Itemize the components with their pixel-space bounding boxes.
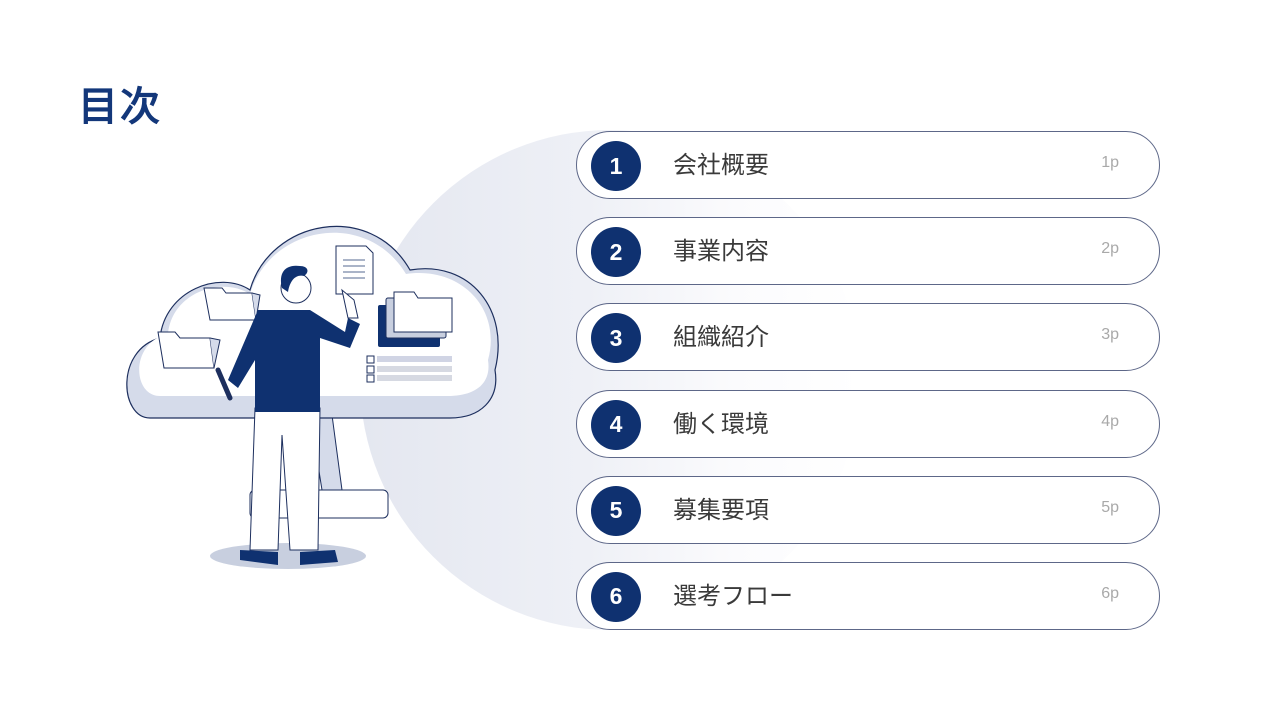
item-label: 会社概要: [673, 151, 769, 179]
item-page: 2p: [1101, 240, 1119, 258]
item-label: 組織紹介: [673, 323, 769, 352]
floor-shadow: [210, 543, 366, 569]
toc-item-selection-flow[interactable]: 6 選考フロー 6p: [576, 561, 1160, 630]
item-page: 1p: [1101, 154, 1119, 171]
item-page: 5p: [1101, 498, 1119, 516]
item-number-badge: 6: [591, 571, 641, 622]
table-of-contents: 1 会社概要 1p 2 事業内容 2p 3 組織紹介 3p 4 働く環境 4p …: [576, 131, 1160, 648]
item-label: 事業内容: [673, 237, 769, 266]
item-page: 3p: [1101, 326, 1119, 344]
cloud-person-illustration: [126, 225, 499, 569]
item-number-badge: 1: [591, 141, 641, 191]
item-label: 選考フロー: [673, 581, 793, 610]
item-number-badge: 5: [591, 485, 641, 536]
item-number-badge: 3: [591, 313, 641, 364]
page-title: 目次: [78, 84, 162, 130]
item-label: 働く環境: [673, 409, 769, 438]
item-page: 4p: [1101, 412, 1119, 430]
item-label: 募集要項: [673, 495, 769, 524]
item-number-badge: 2: [591, 227, 641, 278]
toc-item-job-requirements[interactable]: 5 募集要項 5p: [576, 475, 1160, 544]
toc-item-company-overview[interactable]: 1 会社概要 1p: [576, 131, 1160, 199]
item-page: 6p: [1101, 584, 1119, 602]
toc-item-business[interactable]: 2 事業内容 2p: [576, 217, 1160, 286]
item-number-badge: 4: [591, 399, 641, 450]
toc-item-organization[interactable]: 3 組織紹介 3p: [576, 303, 1160, 372]
toc-item-work-environment[interactable]: 4 働く環境 4p: [576, 389, 1160, 458]
